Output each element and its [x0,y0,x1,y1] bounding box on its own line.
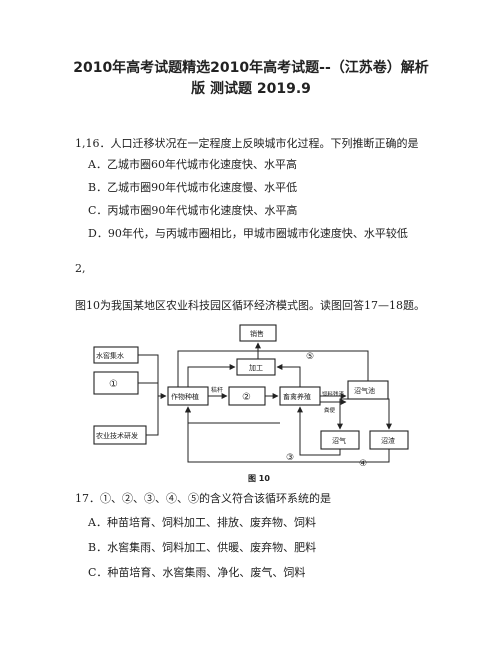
label-1: ① [109,379,118,390]
question-17-option-a: A．种苗培育、饲料加工、排放、废弃物、饲料 [88,516,316,529]
question-17-option-c: C．种苗培育、水窖集雨、净化、废气、饲料 [88,566,306,579]
title-line-1: 2010年高考试题精选2010年高考试题--（江苏卷）解析 [73,60,429,76]
box-sales [239,324,277,342]
box-tech [93,425,147,445]
box-biogas-pit [347,380,389,400]
question-2-number: 2, [75,262,86,275]
label-biogas: 沼气 [332,436,346,445]
question-17-stem: 17．①、②、③、④、⑤的含义符合该循环系统的是 [75,492,331,505]
figure-intro: 图10为我国某地区农业科技园区循环经济模式图。读图回答17—18题。 [75,299,425,312]
label-2: ② [242,392,251,403]
label-livestock: 畜禽养殖 [283,392,311,401]
label-3: ③ [286,453,294,463]
document-title: 2010年高考试题精选2010年高考试题--（江苏卷）解析 版 测试题 2019… [40,58,462,100]
question-1-option-d: D．90年代，与丙城市圈相比，甲城市圈城市化速度快、水平较低 [88,227,408,240]
box-slurry [369,430,409,450]
label-sales: 销售 [250,329,264,338]
label-4: ④ [359,459,367,469]
question-1-option-c: C．丙城市圈90年代城市化速度快、水平高 [88,204,298,217]
box-1 [93,371,139,395]
label-rain: 水窖集水 [96,351,124,360]
box-rain [93,346,139,364]
label-5: ⑤ [306,352,314,362]
label-slurry: 沼渣 [381,436,395,445]
box-process [236,358,276,376]
label-crop: 作物种植 [171,392,199,401]
box-biogas [320,430,360,450]
box-livestock [279,386,321,406]
box-2 [228,386,266,406]
label-feed-waste: 饲料残渣 [322,390,345,398]
label-manure: 粪便 [324,406,336,414]
question-1-option-a: A．乙城市圈60年代城市化速度快、水平高 [88,158,297,171]
question-1-stem: 1,16．人口迁移状况在一定程度上反映城市化过程。下列推断正确的是 [75,137,419,150]
box-crop [167,386,209,406]
title-line-2: 版 测试题 2019.9 [191,81,311,97]
question-1-option-b: B．乙城市圈90年代城市化速度慢、水平低 [88,181,298,194]
figure-caption: 图 10 [248,474,270,483]
label-straw: 秸秆 [211,386,223,394]
label-process: 加工 [249,363,263,372]
question-17-option-b: B．水窖集雨、饲料加工、供暖、废弃物、肥料 [88,541,317,554]
label-tech: 农业技术研发 [96,431,138,440]
label-biogas-pit: 沼气池 [354,386,375,395]
